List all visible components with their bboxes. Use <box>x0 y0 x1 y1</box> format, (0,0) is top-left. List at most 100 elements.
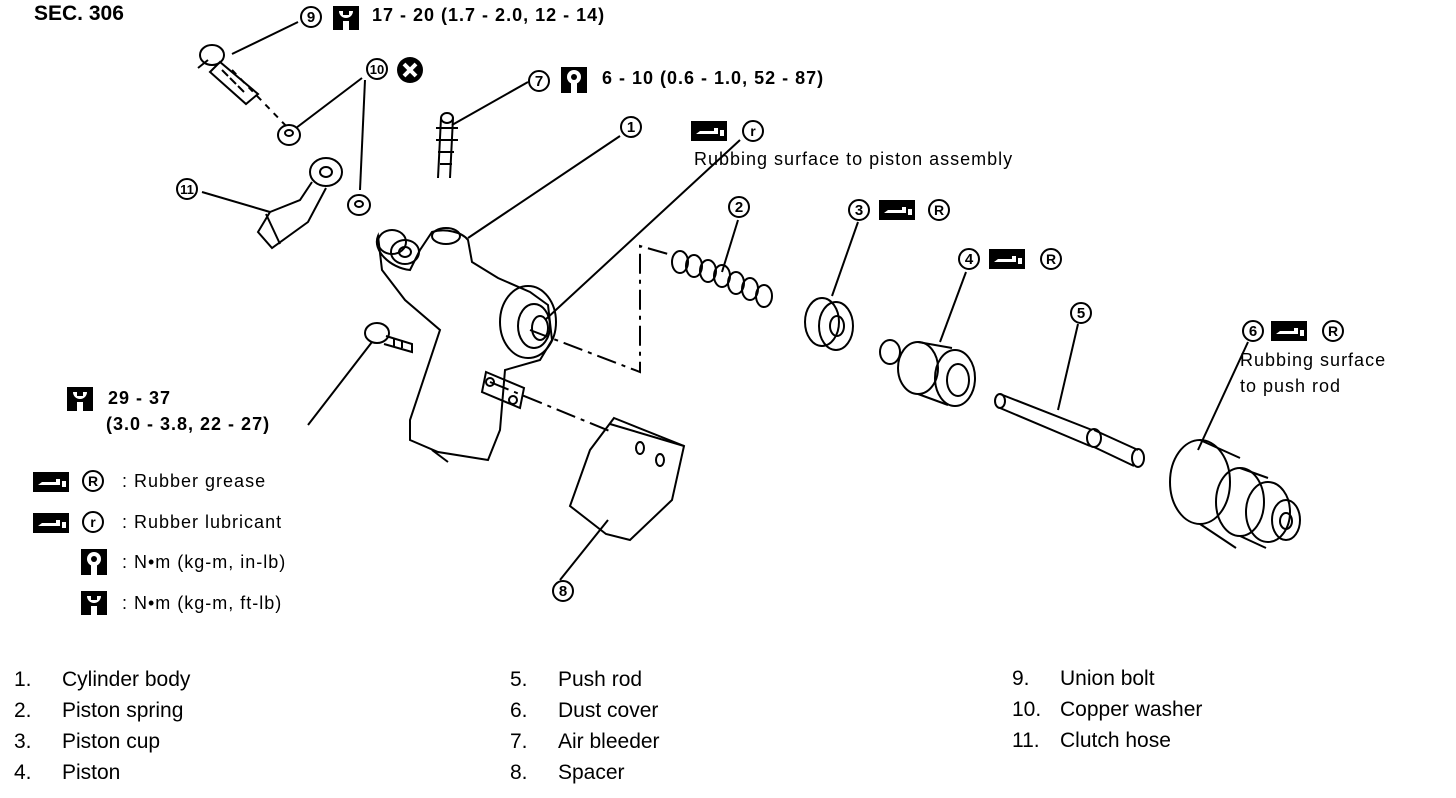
callout-8: 8 <box>552 580 574 602</box>
part-number: 11. <box>1012 729 1040 752</box>
rubber-grease-icon <box>33 472 69 492</box>
part-name: Cylinder body <box>62 668 191 691</box>
callout-1: 1 <box>620 116 642 138</box>
union-bolt <box>197 44 260 106</box>
piston-assembly-note: Rubbing surface to piston assembly <box>694 149 1014 169</box>
callout-11: 11 <box>176 178 198 200</box>
leader-7 <box>451 81 529 126</box>
rubber-grease-symbol-4: R <box>1040 248 1062 270</box>
rubber-lubricant-icon <box>691 121 727 141</box>
leader-4 <box>939 271 967 343</box>
callout-10: 10 <box>366 58 388 80</box>
leader-9 <box>231 21 299 55</box>
torque-in-lb-icon-legend <box>81 549 107 575</box>
legend-text-in-lb: : N•m (kg-m, in-lb) <box>122 552 287 572</box>
callout-4: 4 <box>958 248 980 270</box>
list-item: 4.Piston <box>14 761 190 792</box>
leader-2 <box>721 219 739 273</box>
legend-symbol-grease: R <box>82 470 104 492</box>
part-number: 5. <box>510 668 528 691</box>
mount-bolt <box>364 322 413 354</box>
part-name: Air bleeder <box>558 730 660 753</box>
do-not-reuse-icon <box>397 57 423 83</box>
list-item: 8. Spacer <box>510 761 660 792</box>
legend-symbol-lubricant: r <box>82 511 104 533</box>
part-number: 10. <box>1012 698 1042 721</box>
cylinder-body <box>375 227 557 463</box>
copper-washer-top <box>277 124 301 146</box>
air-bleeder <box>436 112 458 179</box>
leader-5 <box>1057 323 1079 411</box>
callout-7: 7 <box>528 70 550 92</box>
part-name: Clutch hose <box>1060 729 1171 752</box>
spacer <box>568 416 686 542</box>
push-rod-note-line1: Rubbing surface <box>1240 350 1387 370</box>
legend-text-ft-lb: : N•m (kg-m, ft-lb) <box>122 593 283 613</box>
rubber-grease-symbol-3: R <box>928 199 950 221</box>
part-number: 7. <box>510 730 528 753</box>
part-number: 2. <box>14 699 32 722</box>
part-number: 3. <box>14 730 32 753</box>
list-item: 2. Piston spring <box>14 699 190 730</box>
callout-5: 5 <box>1070 302 1092 324</box>
list-item: 10. Copper washer <box>1012 698 1202 729</box>
leader-6 <box>1197 341 1249 451</box>
legend-text-lubricant: : Rubber lubricant <box>122 512 283 532</box>
mount-bolt-torque-line2: (3.0 - 3.8, 22 - 27) <box>106 414 271 434</box>
piston <box>879 339 976 407</box>
part-name: Piston cup <box>62 730 161 753</box>
rubber-lubricant-symbol: r <box>742 120 764 142</box>
part-name: Union bolt <box>1060 667 1155 690</box>
push-rod <box>994 393 1145 468</box>
part-number: 4. <box>14 761 32 784</box>
part-number: 1. <box>14 668 32 691</box>
callout-6: 6 <box>1242 320 1264 342</box>
torque-in-lb-icon <box>561 67 587 93</box>
callout-9: 9 <box>300 6 322 28</box>
centerline-spacer <box>489 381 613 433</box>
leader-1 <box>467 135 621 239</box>
part-name: Piston spring <box>62 699 184 722</box>
leader-r <box>544 139 741 321</box>
rubber-grease-icon-4 <box>989 249 1025 269</box>
leader-3 <box>831 221 859 297</box>
leader-10a <box>295 77 363 129</box>
torque-ft-lb-icon-legend <box>81 591 107 615</box>
leader-mount-bolt <box>307 341 373 426</box>
push-rod-note-line2: to push rod <box>1240 376 1342 396</box>
part-name: Dust cover <box>558 699 659 722</box>
leader-10b <box>359 79 366 191</box>
part-number: 6. <box>510 699 528 722</box>
parts-list-col2: 5. Push rod 6. Dust cover 7. Air bleeder 8.… <box>510 668 660 792</box>
parts-list-col3: 9.Union bolt 10. Copper washer 11. Clutch … <box>1012 667 1202 760</box>
list-item: 7. Air bleeder <box>510 730 660 761</box>
dust-cover <box>1169 439 1301 549</box>
air-bleeder-torque: 6 - 10 (0.6 - 1.0, 52 - 87) <box>602 68 825 88</box>
list-item: 5. Push rod <box>510 668 660 699</box>
part-number: 8. <box>510 761 528 784</box>
section-number: SEC. 306 <box>34 2 124 25</box>
mount-bolt-torque-line1: 29 - 37 <box>108 388 172 408</box>
part-name: Copper washer <box>1060 698 1203 721</box>
parts-list-col1: 1. Cylinder body 2. Piston spring 3. Piston… <box>14 668 190 792</box>
list-item: 9.Union bolt <box>1012 667 1202 698</box>
piston-cup <box>804 297 854 351</box>
rubber-grease-symbol-6: R <box>1322 320 1344 342</box>
list-item: 1. Cylinder body <box>14 668 190 699</box>
leader-11 <box>201 191 271 213</box>
part-name: Push rod <box>558 668 643 691</box>
list-item: 6. Dust cover <box>510 699 660 730</box>
part-name: Spacer <box>558 761 625 784</box>
torque-ft-lb-icon-mount <box>67 387 93 411</box>
clutch-hose <box>256 157 343 250</box>
list-item: 11. Clutch hose <box>1012 729 1202 760</box>
list-item: 3. Piston cup <box>14 730 190 761</box>
copper-washer-bottom <box>347 194 371 216</box>
piston-spring <box>671 250 773 308</box>
rubber-lubricant-icon-legend <box>33 513 69 533</box>
rubber-grease-icon-3 <box>879 200 915 220</box>
rubber-grease-icon-6 <box>1271 321 1307 341</box>
callout-3: 3 <box>848 199 870 221</box>
centerline-main <box>529 244 669 374</box>
